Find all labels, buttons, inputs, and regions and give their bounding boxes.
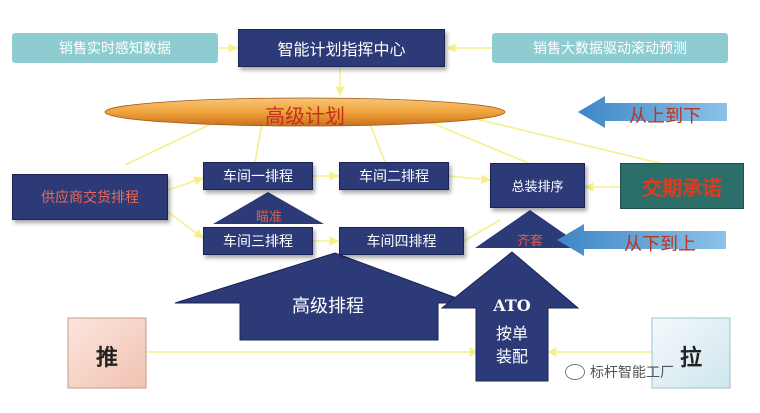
pull-label: 拉 <box>679 346 702 371</box>
wechat-icon <box>565 364 585 380</box>
ato-line-2: 按单 <box>495 324 528 343</box>
assembly-sequence-box: 总装排序 <box>490 163 585 208</box>
delivery-commit-box: 交期承诺 <box>620 163 744 209</box>
workshop-3-box: 车间三排程 <box>203 227 313 255</box>
push-label: 推 <box>95 346 118 371</box>
shoot-triangle <box>213 192 324 224</box>
workshop-1-label: 车间一排程 <box>223 169 293 185</box>
bottom-up-label: 从下到上 <box>624 234 696 255</box>
sales-forecast-box: 销售大数据驱动滚动预测 <box>492 33 728 63</box>
assembly-sequence-label: 总装排序 <box>511 180 564 195</box>
bottom-up-arrow-shape <box>557 224 726 256</box>
sales-realtime-label: 销售实时感知数据 <box>59 41 171 57</box>
workshop-1-box: 车间一排程 <box>203 162 313 190</box>
workshop-4-box: 车间四排程 <box>339 227 464 255</box>
ato-line-1: ATO <box>493 296 531 315</box>
push-box-shape <box>67 317 147 389</box>
pull-box-shape <box>651 317 731 389</box>
command-center-label: 智能计划指挥中心 <box>277 40 406 59</box>
scheduling-arrow-shape <box>174 252 471 341</box>
workshop-2-box: 车间二排程 <box>339 162 449 190</box>
sales-realtime-box: 销售实时感知数据 <box>12 33 218 63</box>
workshop-3-label: 车间三排程 <box>223 234 293 250</box>
supplier-schedule-label: 供应商交货排程 <box>41 190 139 206</box>
ato-arrow-shape <box>440 251 580 382</box>
supplier-schedule-box: 供应商交货排程 <box>12 174 168 220</box>
shoot-label: 瞄准 <box>255 210 282 225</box>
ato-line-3: 装配 <box>495 347 528 366</box>
delivery-commit-label: 交期承诺 <box>642 175 722 200</box>
watermark: 标杆智能工厂 <box>565 362 715 382</box>
kit-triangle <box>475 210 585 248</box>
workshop-2-label: 车间二排程 <box>359 169 429 185</box>
top-down-arrow-shape <box>578 96 727 128</box>
plan-ellipse <box>104 97 506 127</box>
plan-ellipse-label: 高级计划 <box>265 104 345 128</box>
connector-lines <box>124 43 681 357</box>
watermark-label: 标杆智能工厂 <box>590 365 674 381</box>
command-center-box: 智能计划指挥中心 <box>238 29 445 67</box>
top-down-label: 从上到下 <box>629 106 701 127</box>
sales-forecast-label: 销售大数据驱动滚动预测 <box>533 41 687 57</box>
advanced-scheduling-label: 高级排程 <box>292 296 364 317</box>
workshop-4-label: 车间四排程 <box>366 234 437 250</box>
kit-label: 齐套 <box>516 234 543 249</box>
